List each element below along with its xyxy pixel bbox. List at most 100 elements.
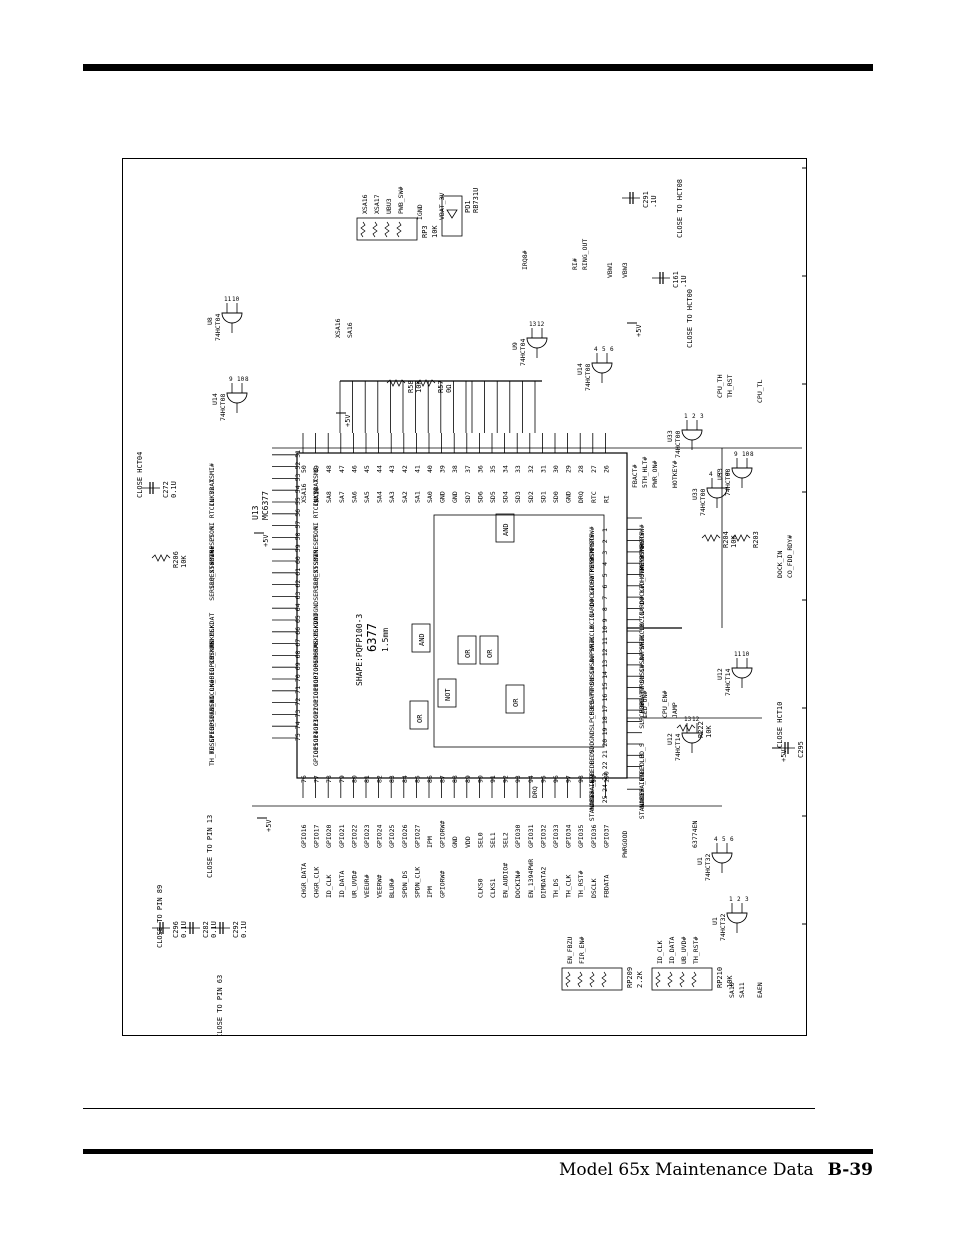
- pin-name: MSKCLK: [312, 624, 320, 648]
- resistor-zigzag: [667, 971, 673, 988]
- pin-name: INTR: [588, 772, 596, 788]
- pin-name: CLK32: [312, 487, 320, 507]
- net-label: VEEUR#: [363, 874, 371, 898]
- resistor-zigzag: [577, 971, 583, 988]
- chip-gate-box: [409, 700, 429, 730]
- net-label: CPU_EN#: [661, 691, 669, 718]
- pin-number: 42: [401, 465, 409, 473]
- pin-number: 91: [489, 775, 497, 783]
- resistor-symbol: [701, 534, 721, 542]
- logic-gate: [526, 337, 548, 349]
- component-ref: C295: [797, 741, 805, 758]
- gate-ref: U33: [666, 430, 674, 442]
- pin-name: SUSB#: [588, 655, 596, 675]
- component-ref: C296: [172, 921, 180, 938]
- net-label: DOCK_IN: [776, 551, 784, 578]
- pin-number: 22: [601, 761, 609, 769]
- pin-number: 94: [527, 775, 535, 783]
- pin-name: SEL0: [476, 832, 484, 848]
- net-label: CPU_TH: [716, 374, 724, 398]
- pin-number: 27: [590, 465, 598, 473]
- component-ref: R204: [722, 531, 730, 548]
- pin-name: GPIO06: [312, 660, 320, 684]
- pin-number: 74: [294, 721, 302, 729]
- pin-number: 12: [601, 648, 609, 656]
- component-value: 10K: [415, 380, 423, 393]
- gate-pin-number: 12: [692, 716, 700, 723]
- pin-number: 36: [476, 465, 484, 473]
- net-label: GPIO_KEY: [208, 652, 216, 683]
- gate-type: 74HCT04: [519, 339, 527, 366]
- component-ref: R222: [697, 721, 705, 738]
- pin-name: GPIO13: [312, 719, 320, 743]
- pin-name: GPIO34: [565, 824, 573, 848]
- gate-ref: U33: [716, 468, 724, 480]
- pin-name: SA4: [376, 491, 384, 503]
- pin-number: 10: [601, 626, 609, 634]
- net-label: RING_OUT: [581, 239, 589, 270]
- gate-pin-number: 12: [537, 321, 545, 328]
- gate-pin-number: 10: [232, 296, 240, 303]
- chip-big-label: 6377: [365, 623, 379, 652]
- pin-number: 16: [601, 694, 609, 702]
- pin-name: SD2: [527, 491, 535, 503]
- pin-name: XCLK: [588, 625, 596, 641]
- pin-number: 13: [601, 660, 609, 668]
- net-label: 63774EN: [691, 821, 699, 848]
- design-note: CLOSE TO HCT08: [676, 179, 684, 238]
- power-label: +5V: [265, 819, 273, 832]
- pin-name: GPIO26: [401, 824, 409, 848]
- pin-number: 55: [294, 497, 302, 505]
- main-chip-u13: U13 MC6377 SHAPE:PQFP100-3 6377 1.5mm AN…: [251, 452, 628, 779]
- gate-pin-number: 11: [224, 296, 232, 303]
- net-label: PWRSW#: [638, 524, 646, 548]
- net-label: CHGR_CLK: [313, 867, 321, 898]
- pin-number: 5: [601, 573, 609, 577]
- pin-number: 49: [313, 465, 321, 473]
- pin-name: GPIO36: [590, 824, 598, 848]
- pin-number: 51: [294, 450, 302, 458]
- pin-number: 29: [565, 465, 573, 473]
- pin-name: XSMI: [312, 467, 320, 483]
- net-label: IGND: [416, 204, 424, 220]
- gate-type: 74HCT08: [724, 469, 732, 496]
- pin-number: 17: [601, 705, 609, 713]
- pin-name: SDWN: [312, 550, 320, 566]
- net-label: SERIRQ: [208, 577, 216, 601]
- resistor-symbol: [151, 554, 171, 562]
- net-label: UB_UVD#: [680, 937, 688, 964]
- pin-name: GND: [588, 730, 596, 742]
- net-label: INTR: [638, 770, 646, 786]
- gate-pin-number: 6: [610, 346, 614, 353]
- pin-number: 18: [601, 716, 609, 724]
- gate-pin-number: 4: [709, 471, 713, 478]
- component-value: RB731U: [472, 188, 480, 213]
- pin-number: 59: [294, 544, 302, 552]
- gate-pin-number: 6: [730, 836, 734, 843]
- chip-gate-label: OR: [464, 649, 472, 658]
- component-ref: C291: [642, 191, 650, 208]
- diode-symbol: [446, 209, 458, 219]
- pin-name: SD0: [552, 491, 560, 503]
- resistor-symbol: [386, 379, 406, 387]
- pin-number: 46: [350, 465, 358, 473]
- pin-number: 52: [294, 462, 302, 470]
- pin-number: 40: [426, 465, 434, 473]
- pin-name: SD3: [514, 491, 522, 503]
- resistor-zigzag: [691, 971, 697, 988]
- net-label: EN_FBZU: [566, 937, 574, 964]
- component-value: 10K: [726, 975, 734, 988]
- pin-name: LEDS: [588, 749, 596, 765]
- net-label: EN_AUDIO#: [502, 863, 510, 898]
- pin-name: SA0: [426, 491, 434, 503]
- net-label: CARD#: [638, 596, 646, 616]
- pin-number: 6: [601, 585, 609, 589]
- pin-number: 56: [294, 509, 302, 517]
- component-value: 0.1U: [170, 481, 178, 498]
- net-label: PWR_ON#: [651, 461, 659, 488]
- pin-name: GPIO20: [325, 824, 333, 848]
- net-label: SA16: [346, 322, 354, 338]
- gate-pin-number: 11: [734, 651, 742, 658]
- resistor-zigzag: [565, 971, 571, 988]
